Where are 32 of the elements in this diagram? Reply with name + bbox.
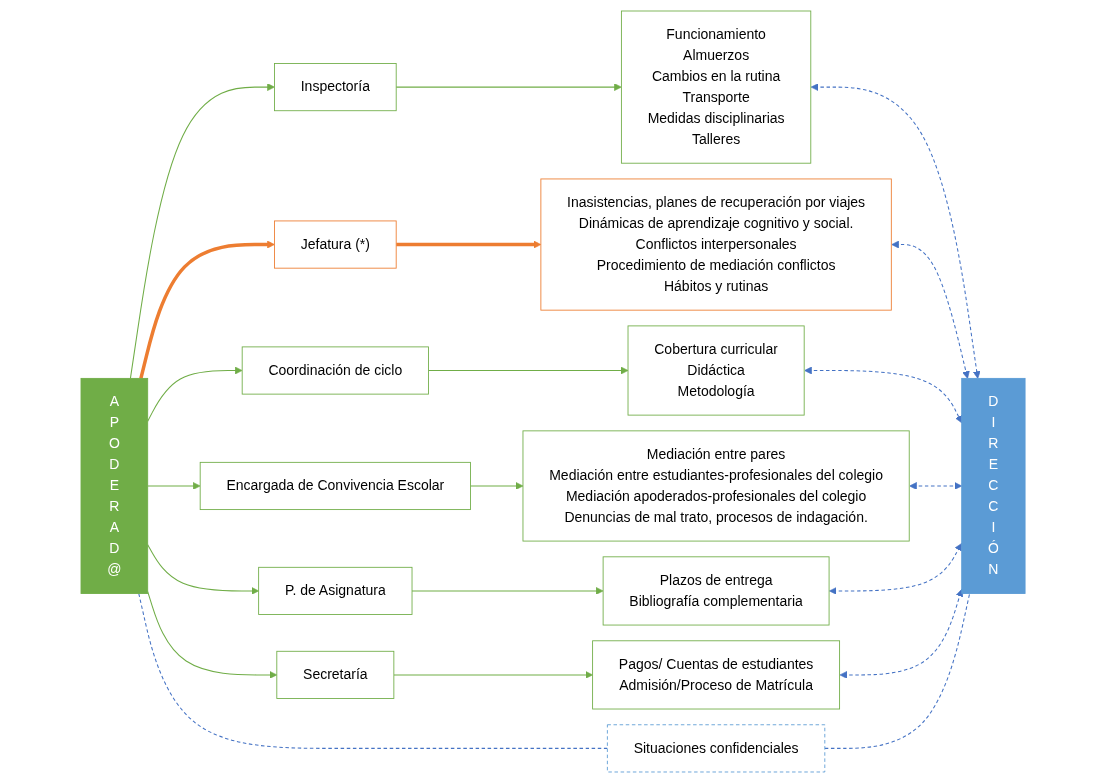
- node-box: D I R E C C I Ó N: [961, 377, 1026, 594]
- node-box: Inasistencias, planes de recuperación por viajes Dinámicas de aprendizaje cognitivo y social. Conflictos interpersonales Procedimiento de mediación conflictos Hábitos y rutinas: [540, 178, 893, 311]
- arrow: [411, 586, 604, 595]
- node-box: Funcionamiento Almuerzos Cambios en la rutina Transporte Medidas disciplinarias Talleres: [621, 10, 812, 164]
- arrow: [147, 481, 201, 490]
- arrow: [811, 82, 982, 379]
- node-box: Jefatura (*): [274, 220, 398, 269]
- node-box: Cobertura curricular Didáctica Metodología: [628, 324, 806, 416]
- arrow: [396, 82, 623, 91]
- arrow: [428, 366, 629, 374]
- node-box: Secretaría: [276, 650, 395, 699]
- arrow: [829, 542, 963, 595]
- node-box: A P O D E R A D @: [81, 377, 149, 594]
- node-box: Coordinación de ciclo: [242, 345, 430, 395]
- node-box: Mediación entre pares Mediación entre estudiantes-profesionales del colegio Mediación apoderados-profesionales del colegio Denuncias de mal trato, procesos de indagación.: [523, 429, 911, 541]
- arrow: [470, 481, 524, 490]
- arrow: [909, 481, 963, 490]
- arrow: [130, 82, 276, 379]
- node-box: Situaciones confidenciales: [607, 723, 826, 772]
- node-box: Inspectoría: [274, 62, 398, 111]
- node-box: Pagos/ Cuentas de estudiantes Admisión/Proceso de Matrícula: [592, 639, 841, 709]
- connector: [824, 592, 971, 749]
- arrow: [891, 240, 971, 379]
- arrow: [396, 240, 542, 248]
- arrow: [147, 590, 278, 679]
- arrow: [840, 588, 964, 679]
- node-box: P. de Asignatura: [258, 566, 413, 615]
- arrow: [804, 366, 963, 423]
- arrow: [139, 240, 276, 379]
- node-box: Plazos de entrega Bibliografía complementaria: [603, 555, 830, 625]
- node-box: Encargada de Convivencia Escolar: [200, 461, 472, 510]
- arrow: [393, 670, 594, 679]
